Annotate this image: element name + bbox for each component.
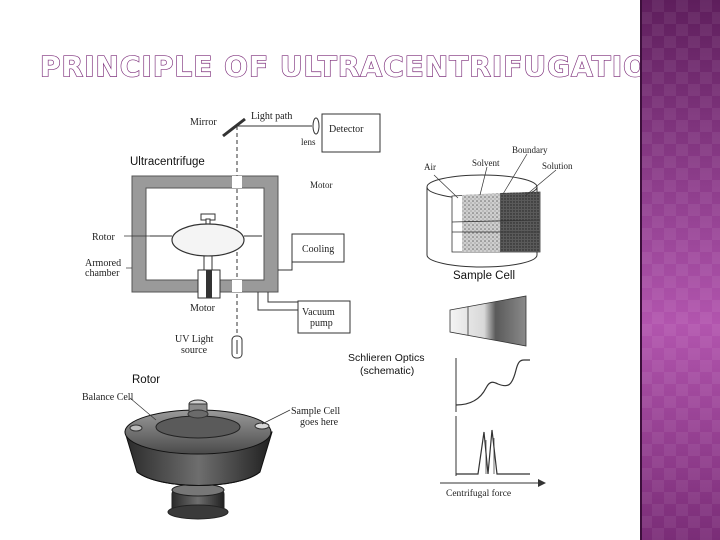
label-solvent: Solvent [472, 158, 500, 168]
ultracentrifuge-diagram: Mirror Light path Detector lens Ultracen… [82, 111, 573, 520]
label-rotor: Rotor [92, 232, 115, 243]
label-motor-top: Motor [310, 180, 333, 190]
label-schlieren: Schlieren Optics [348, 352, 424, 364]
leader-boundary [502, 153, 528, 195]
motor-block-stripe [206, 270, 212, 298]
leader-solvent [479, 166, 488, 196]
label-lens: lens [301, 137, 316, 147]
label-mirror: Mirror [190, 117, 217, 128]
label-balance-cell: Balance Cell [82, 392, 134, 403]
label-schematic: (schematic) [360, 365, 414, 377]
leader-air [433, 174, 459, 199]
cooling-box [291, 233, 345, 263]
chamber-light-path-gap-bottom [232, 280, 242, 292]
label-solution: Solution [542, 161, 573, 171]
decorative-side-panel [640, 0, 720, 540]
label-motor-bottom: Motor [190, 303, 216, 314]
leader-solution [524, 169, 557, 197]
label-uv-source: source [181, 345, 208, 356]
label-armored: Armored [85, 258, 121, 269]
label-centrifugal-force: Centrifugal force [446, 488, 511, 499]
slide-title: PRINCIPLE OF ULTRACENTRIFUGATION [39, 49, 673, 83]
sample-cell-sector [451, 191, 541, 253]
label-uv-light: UV Light [175, 334, 214, 345]
label-sample-cell-caption: Sample Cell [453, 270, 515, 282]
label-goes-here: goes here [300, 417, 339, 428]
chamber-light-path-gap [232, 176, 242, 188]
label-detector: Detector [329, 124, 364, 135]
schlieren-peaks [456, 429, 530, 475]
mirror-shape [222, 117, 246, 138]
vacuum-pipe-2 [257, 292, 298, 311]
rotor-shaft [203, 255, 213, 271]
lens-shape [312, 117, 320, 135]
label-vacuum: Vacuum [302, 307, 335, 318]
rotor-photo [124, 399, 273, 520]
label-sample-cell-goes: Sample Cell [291, 406, 340, 417]
side-panel-edge [640, 0, 642, 540]
schlieren-gradient-strip [449, 295, 527, 347]
armored-chamber [131, 175, 279, 293]
label-rotor-heading: Rotor [132, 374, 160, 386]
label-ultracentrifuge: Ultracentrifuge [130, 156, 205, 168]
leader-balance-cell [129, 397, 157, 421]
cooling-pipe [278, 262, 293, 271]
label-light-path: Light path [251, 111, 292, 122]
detector-box [321, 113, 381, 153]
schlieren-curve-1 [455, 359, 530, 406]
rotor-body-shape [171, 223, 245, 257]
label-boundary: Boundary [512, 145, 548, 155]
vacuum-pump-box [297, 300, 351, 334]
vacuum-pipe [267, 292, 298, 303]
leader-sample-cell [261, 409, 291, 425]
label-pump: pump [310, 318, 333, 329]
label-chamber: chamber [85, 268, 120, 279]
label-air: Air [424, 162, 436, 172]
label-cooling: Cooling [302, 244, 334, 255]
